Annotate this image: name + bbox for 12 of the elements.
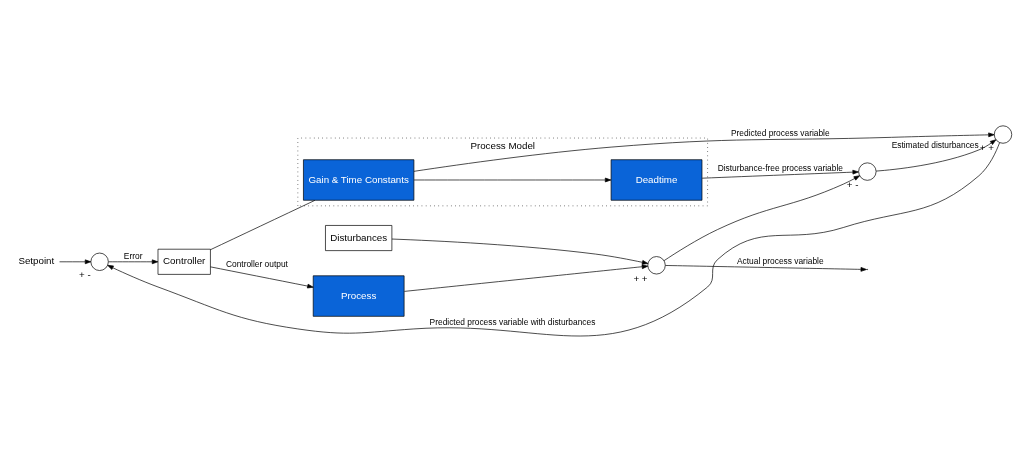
edge-label: Controller output bbox=[225, 259, 288, 270]
node-label: + + bbox=[979, 142, 994, 154]
node-text: Setpoint bbox=[17, 255, 54, 267]
edge-label: Predicted process variable with disturbances bbox=[429, 317, 595, 328]
node-label: + - bbox=[78, 269, 91, 281]
edge-label: Error bbox=[123, 251, 142, 262]
node-label: + + bbox=[632, 272, 648, 284]
edge-label: Actual process variable bbox=[736, 255, 824, 266]
edge-label: Estimated disturbances bbox=[891, 139, 979, 150]
node-label: + - bbox=[846, 179, 859, 191]
edge-label: Predicted process variable bbox=[730, 128, 830, 139]
edge-label: Disturbance-free process variable bbox=[717, 162, 843, 173]
